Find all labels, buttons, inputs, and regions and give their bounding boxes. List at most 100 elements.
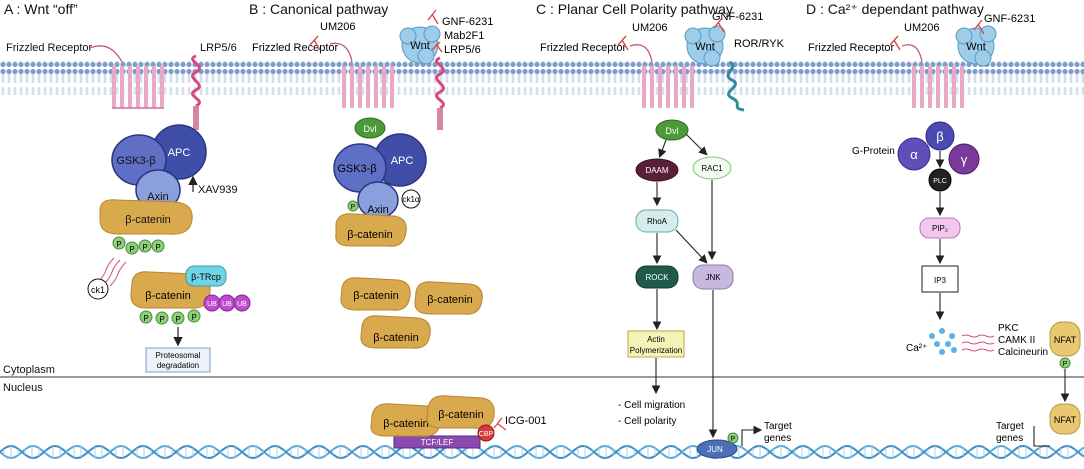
svg-text:P: P bbox=[159, 315, 164, 324]
svg-text:PLC: PLC bbox=[933, 178, 947, 185]
panel-c: Frizzled Receptor UM206 Wnt GNF-6231 ROR… bbox=[540, 11, 792, 459]
rac1-protein bbox=[692, 156, 732, 180]
g-gamma-subunit bbox=[948, 143, 980, 175]
frizzled-label-c: Frizzled Receptor bbox=[540, 42, 627, 54]
beta-catenin-b6 bbox=[426, 395, 495, 429]
nucleus-label: Nucleus bbox=[3, 382, 43, 394]
calcium-ions bbox=[929, 328, 957, 355]
frizzled-receptor-d bbox=[912, 66, 964, 108]
gnf-label-d: GNF-6231 bbox=[984, 13, 1035, 25]
target-genes-d-2: genes bbox=[996, 433, 1023, 444]
phospho-group-a1: P P P P bbox=[112, 236, 165, 255]
svg-text:Wnt: Wnt bbox=[695, 41, 715, 53]
svg-text:Wnt: Wnt bbox=[410, 40, 430, 52]
frizzled-label-a: Frizzled Receptor bbox=[6, 42, 93, 54]
jun-protein bbox=[696, 439, 738, 459]
ck1-label: ck1 bbox=[91, 285, 105, 295]
panel-c-title: C : Planar Cell Polarity pathway bbox=[536, 1, 733, 17]
degradation-label-1: Proteosomal bbox=[156, 351, 201, 360]
pip2-box bbox=[919, 217, 961, 239]
svg-text:RAC1: RAC1 bbox=[701, 164, 723, 173]
svg-text:NFAT: NFAT bbox=[1054, 335, 1077, 345]
svg-text:P: P bbox=[143, 314, 148, 323]
cell-migration-label: - Cell migration bbox=[618, 400, 685, 411]
svg-text:β-catenin: β-catenin bbox=[438, 409, 483, 421]
rhoa-protein bbox=[635, 209, 679, 233]
dvl-protein-b bbox=[354, 117, 386, 139]
frizzled-receptor-c bbox=[642, 66, 694, 108]
mab2f1-label: Mab2F1 bbox=[444, 30, 484, 42]
svg-text:P: P bbox=[116, 240, 121, 249]
um206-label-c: UM206 bbox=[632, 22, 667, 34]
svg-text:PIP₂: PIP₂ bbox=[932, 224, 948, 233]
lrp-label-a: LRP5/6 bbox=[200, 42, 237, 54]
svg-text:RhoA: RhoA bbox=[647, 217, 668, 226]
ck1a-protein bbox=[401, 189, 421, 209]
beta-catenin-b4 bbox=[360, 315, 431, 349]
svg-text:APC: APC bbox=[391, 155, 414, 167]
svg-text:P: P bbox=[1063, 361, 1068, 368]
axin-label: Axin bbox=[147, 191, 168, 203]
beta-trcp-label: β-TRcp bbox=[191, 272, 221, 282]
icg001-label: ICG-001 bbox=[505, 415, 547, 427]
ck1-protein bbox=[87, 278, 109, 300]
svg-text:P: P bbox=[731, 436, 736, 443]
frizzled-label-b: Frizzled Receptor bbox=[252, 42, 339, 54]
svg-text:CBP: CBP bbox=[479, 431, 494, 438]
wnt-ligand-c: Wnt bbox=[684, 25, 726, 67]
svg-text:Dvl: Dvl bbox=[666, 126, 679, 136]
svg-text:JNK: JNK bbox=[705, 273, 721, 282]
nfat-cytoplasm bbox=[1049, 321, 1081, 357]
xav939-label: XAV939 bbox=[198, 184, 238, 196]
svg-text:P: P bbox=[351, 204, 356, 211]
panel-d: Frizzled Receptor UM206 Wnt GNF-6231 G-P… bbox=[808, 13, 1081, 447]
panel-b-title: B : Canonical pathway bbox=[249, 1, 388, 17]
frizzled-label-d: Frizzled Receptor bbox=[808, 42, 895, 54]
panel-a-title: A : Wnt “off” bbox=[4, 1, 78, 17]
svg-text:TCF/LEF: TCF/LEF bbox=[421, 438, 454, 447]
plc-protein bbox=[928, 168, 952, 192]
target-genes-c-1: Target bbox=[764, 421, 792, 432]
beta-catenin-a1-label: β-catenin bbox=[125, 214, 170, 226]
dvl-protein-c bbox=[655, 119, 689, 141]
svg-text:Actin: Actin bbox=[647, 335, 665, 344]
svg-text:DAAM: DAAM bbox=[645, 166, 668, 175]
svg-text:Dvl: Dvl bbox=[364, 124, 377, 134]
wnt-ligand-b: Wnt bbox=[399, 25, 441, 65]
svg-text:P: P bbox=[175, 315, 180, 324]
frizzled-receptor-a bbox=[112, 66, 164, 109]
target-genes-d-1: Target bbox=[996, 421, 1024, 432]
cell-polarity-label: - Cell polarity bbox=[618, 416, 676, 427]
dna-helix bbox=[0, 445, 1084, 459]
svg-text:β-catenin: β-catenin bbox=[383, 418, 428, 430]
ck1-wavy-arrows bbox=[97, 257, 127, 287]
nfat-nucleus bbox=[1049, 403, 1081, 435]
svg-text:Axin: Axin bbox=[367, 204, 388, 216]
beta-trcp-protein bbox=[185, 265, 227, 287]
beta-catenin-a2-label: β-catenin bbox=[145, 290, 190, 302]
camk-label: CAMK II bbox=[998, 335, 1035, 346]
gnf-label-c: GNF-6231 bbox=[712, 11, 763, 23]
svg-text:Polymerization: Polymerization bbox=[630, 346, 682, 355]
g-alpha-subunit bbox=[897, 137, 931, 171]
um206-inhibitor-b bbox=[309, 35, 321, 51]
svg-text:β-catenin: β-catenin bbox=[347, 229, 392, 241]
frizzled-nterm-a bbox=[89, 45, 123, 63]
ror-ryk-label: ROR/RYK bbox=[734, 38, 785, 50]
lrp-coreceptor-a bbox=[191, 54, 201, 130]
lrp-coreceptor-b bbox=[435, 56, 445, 110]
um206-label-b: UM206 bbox=[320, 21, 355, 33]
daam-protein bbox=[635, 158, 679, 182]
actin-polymerization-box bbox=[627, 330, 685, 358]
svg-text:ROCK: ROCK bbox=[645, 273, 669, 282]
tcf-lef-box bbox=[393, 435, 481, 449]
rock-protein bbox=[635, 265, 679, 289]
beta-catenin-b1 bbox=[335, 213, 407, 247]
frizzled-receptor-b bbox=[342, 66, 394, 108]
cell-membrane bbox=[0, 61, 1084, 95]
calcium-label: Ca²⁺ bbox=[906, 343, 927, 354]
jnk-protein bbox=[692, 264, 734, 290]
panel-a: Frizzled Receptor LRP5/6 APC GSK3-β Axin… bbox=[6, 42, 251, 373]
